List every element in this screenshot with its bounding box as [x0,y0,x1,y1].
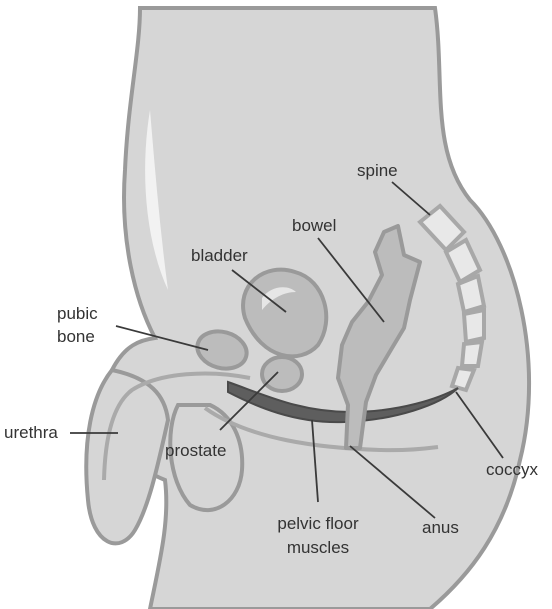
bowel-label: bowel [292,216,336,236]
pubic-bone-label-line2: bone [57,327,95,347]
pelvic-floor-label-line2: muscles [258,538,378,558]
urethra-label: urethra [4,423,58,443]
vertebra-3 [458,276,484,312]
vertebra-4 [464,310,484,342]
coccyx-label: coccyx [486,460,538,480]
pelvic-floor-label-line1: pelvic floor [258,514,378,534]
prostate-shape [262,357,302,391]
bladder-label: bladder [191,246,248,266]
prostate-label: prostate [165,441,226,461]
pubic-bone-label-line1: pubic [57,304,98,324]
anus-label: anus [422,518,459,538]
vertebra-5 [462,342,482,366]
spine-label: spine [357,161,398,181]
